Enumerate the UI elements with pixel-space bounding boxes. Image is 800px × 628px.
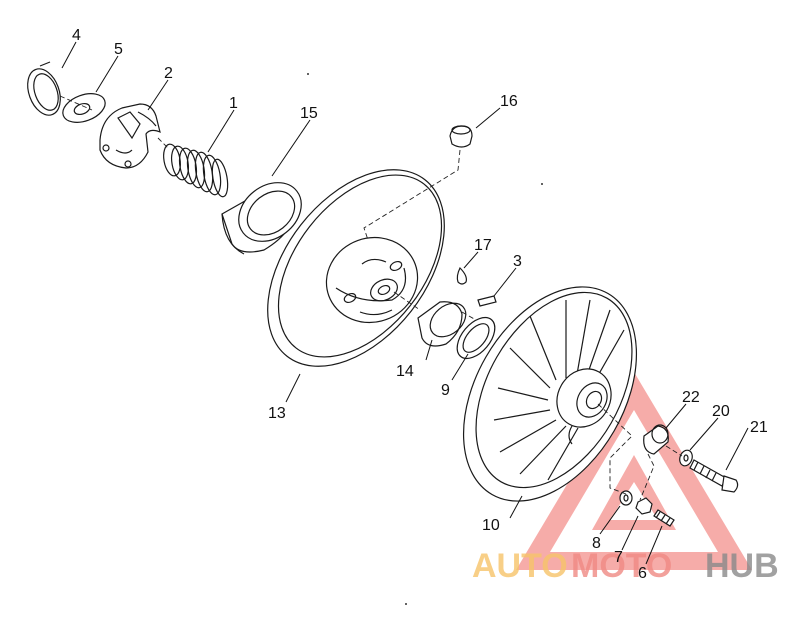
label-part-2: 2	[164, 65, 173, 82]
label-part-22: 22	[682, 389, 700, 406]
part-9-ring	[456, 316, 496, 360]
label-part-10: 10	[482, 517, 500, 534]
label-part-3: 3	[513, 253, 522, 270]
part-22-spacer	[643, 424, 669, 455]
watermark	[516, 372, 752, 570]
part-14-bushing	[417, 301, 467, 347]
label-part-8: 8	[592, 535, 601, 552]
label-part-20: 20	[712, 403, 730, 420]
part-10-movable-sheave	[462, 286, 638, 502]
part-20-washer	[679, 449, 693, 467]
part-5-washer	[62, 93, 106, 123]
label-part-9: 9	[441, 382, 450, 399]
scan-specks	[307, 73, 543, 605]
label-part-5: 5	[114, 41, 123, 58]
label-part-16: 16	[500, 93, 518, 110]
watermark-triangle-logo	[516, 372, 752, 570]
label-part-14: 14	[396, 363, 414, 380]
part-labels: 4 5 2 1 15 16 17 3 14 9 13 22 20 21 10 8…	[72, 27, 768, 582]
watermark-text: AUTO MOTO HUB	[472, 547, 779, 585]
part-1-spring	[163, 143, 229, 198]
watermark-word-moto: MOTO	[571, 547, 672, 585]
part-3-key	[477, 295, 497, 307]
label-part-13: 13	[268, 405, 286, 422]
part-2-cam	[99, 103, 161, 169]
label-part-7: 7	[614, 549, 623, 566]
label-part-17: 17	[474, 237, 492, 254]
part-17-pin	[456, 266, 467, 285]
part-8-washer	[619, 490, 633, 506]
part-21-bolt	[689, 459, 739, 493]
part-4-retaining-ring	[27, 61, 61, 116]
watermark-word-auto: AUTO	[472, 547, 568, 585]
watermark-word-hub: HUB	[705, 547, 779, 585]
part-13-fixed-sheave	[267, 169, 445, 367]
label-part-15: 15	[300, 105, 318, 122]
assembly-axis-lines	[59, 95, 683, 501]
leader-lines	[61, 41, 749, 565]
part-6-screw	[653, 509, 675, 527]
part-7-nut	[635, 497, 653, 515]
label-part-6: 6	[638, 565, 647, 582]
label-part-4: 4	[72, 27, 81, 44]
label-part-21: 21	[750, 419, 768, 436]
part-15-sleeve	[221, 182, 302, 255]
label-part-1: 1	[229, 95, 238, 112]
part-16-cap	[449, 125, 473, 148]
